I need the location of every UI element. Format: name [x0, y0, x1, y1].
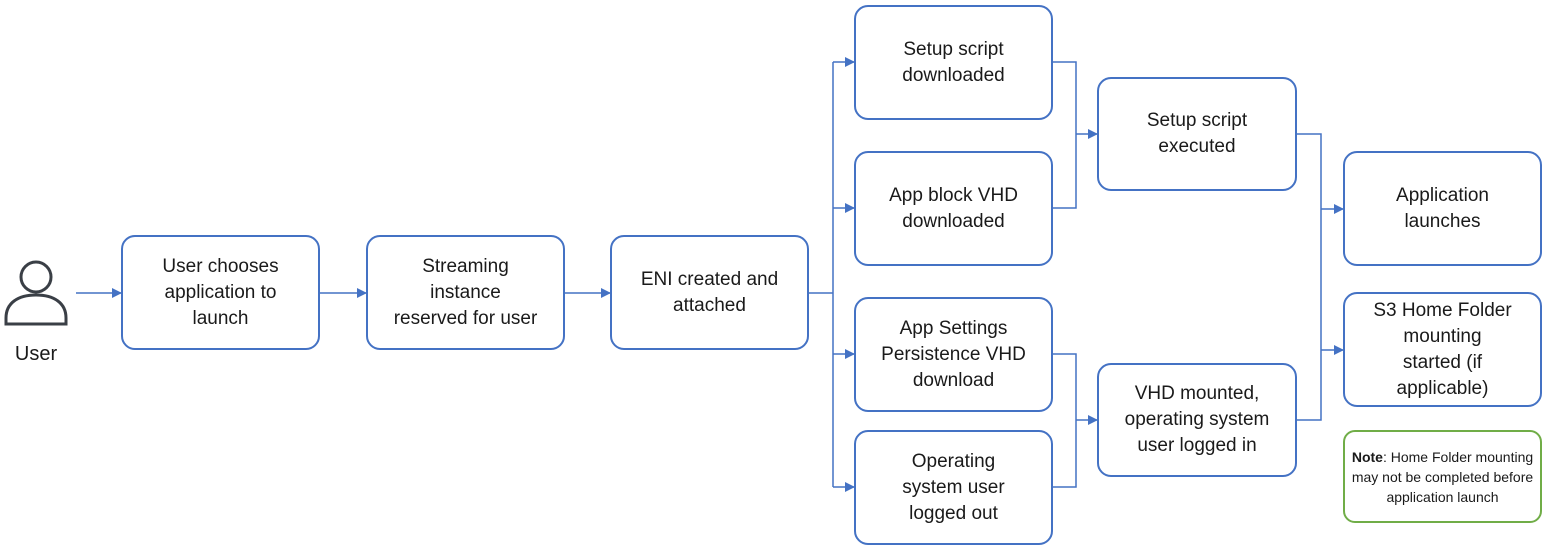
step-application-launches: Application launches — [1343, 151, 1542, 266]
step-s3-home-folder-mounting: S3 Home Folder mounting started (if appl… — [1343, 292, 1542, 407]
step-label: Setup script executed — [1146, 110, 1248, 157]
step-label: Application launches — [1396, 184, 1489, 232]
step-user-chooses-application: User chooses application to launch — [121, 235, 320, 350]
step-label: App block VHD downloaded — [889, 184, 1018, 232]
step-label: VHD mounted, operating system user logge… — [1124, 383, 1270, 456]
step-vhd-mounted: VHD mounted, operating system user logge… — [1097, 363, 1297, 477]
step-streaming-instance-reserved: Streaming instance reserved for user — [366, 235, 565, 350]
note-box: Note: Home Folder mounting may not be co… — [1343, 430, 1542, 523]
connector-app-settings-out — [1053, 353, 1077, 488]
step-setup-script-downloaded: Setup script downloaded — [854, 5, 1053, 120]
step-label: Operating system user logged out — [902, 450, 1005, 524]
step-setup-script-executed: Setup script executed — [1097, 77, 1297, 191]
step-label: S3 Home Folder mounting started (if appl… — [1373, 299, 1512, 399]
step-label: User chooses application to launch — [162, 255, 279, 329]
step-label: App Settings Persistence VHD download — [881, 317, 1026, 391]
step-eni-created: ENI created and attached — [610, 235, 809, 350]
user-icon — [4, 260, 68, 326]
step-os-user-logged-out: Operating system user logged out — [854, 430, 1053, 545]
connector-right-merge — [1297, 133, 1322, 421]
step-app-settings-persistence: App Settings Persistence VHD download — [854, 297, 1053, 412]
connector-setup-download-out — [1053, 61, 1077, 209]
step-label: Streaming instance reserved for user — [393, 255, 538, 329]
user-label: User — [14, 343, 58, 365]
step-app-block-vhd-downloaded: App block VHD downloaded — [854, 151, 1053, 266]
note-text: : Home Folder mounting may not be comple… — [1351, 448, 1534, 505]
step-label: Setup script downloaded — [902, 38, 1005, 86]
step-label: ENI created and attached — [640, 268, 779, 316]
note-label: Note — [1351, 448, 1383, 465]
